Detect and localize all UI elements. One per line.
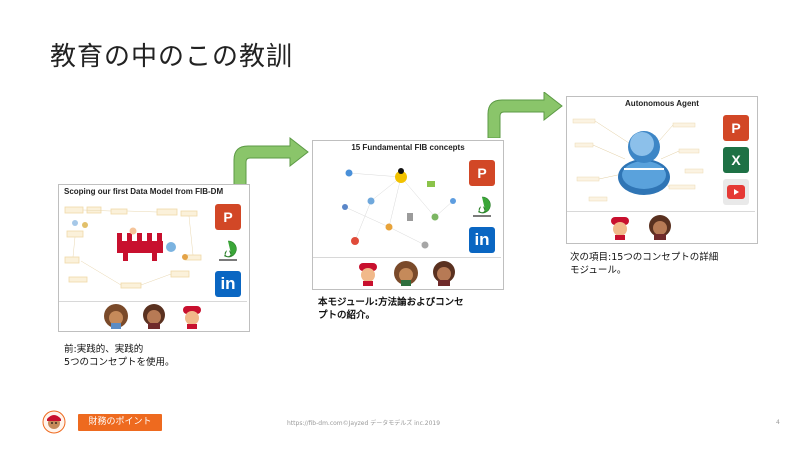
avatar-dark-hair-icon [433, 261, 455, 286]
user-silhouette-icon [618, 131, 670, 195]
avatar-curly-hair-icon [104, 304, 128, 329]
powerpoint-icon: P [723, 115, 749, 141]
step-arrow-1 [233, 136, 309, 186]
concept-map-graphic [342, 168, 456, 249]
card-title: 15 Fundamental FIB concepts [351, 143, 465, 152]
linkedin-icon: in [215, 271, 241, 297]
avatar-red-cap-icon [611, 217, 629, 240]
step-arrow-2 [487, 92, 563, 138]
avatar-curly-hair-icon [394, 261, 418, 286]
diagram-preview [61, 201, 209, 299]
caption-next-line-1: 次の項目:15つのコンセプトの詳細 [570, 252, 719, 263]
osi-cell [465, 191, 499, 223]
slide-title: 教育の中のこの教訓 [50, 42, 294, 72]
open-source-icon [469, 194, 495, 220]
avatar-red-cap-icon [183, 306, 201, 329]
caption-previous: 前:実践的、実践的 5つのコンセプトを使用。 [64, 343, 175, 369]
concept-map-preview [315, 157, 463, 255]
powerpoint-icon: P [215, 204, 241, 230]
avatar-dark-hair-icon [649, 215, 671, 240]
caption-current: 本モジュール:方法論およびコンセ プトの紹介。 [318, 296, 464, 322]
caption-current-line-1: 本モジュール:方法論およびコンセ [318, 297, 464, 308]
linkedin-cell: in [465, 225, 499, 255]
thumbnail-15-fundamental-concepts[interactable]: 15 Fundamental FIB concepts P [312, 140, 504, 290]
excel-icon: X [723, 147, 749, 173]
bottom-row [567, 211, 755, 242]
excel-cell: X [719, 145, 753, 175]
thumbnail-autonomous-agent[interactable]: Autonomous Agent P X [566, 96, 758, 244]
ppt-cell: P [465, 157, 499, 189]
caption-current-line-2: プトの紹介。 [318, 310, 376, 321]
open-source-icon [215, 238, 241, 264]
presenter-avatar-icon [42, 410, 66, 434]
model-diagram-graphic [64, 206, 202, 289]
powerpoint-icon: P [469, 160, 495, 186]
caption-next: 次の項目:15つのコンセプトの詳細 モジュール。 [570, 251, 718, 277]
youtube-icon [723, 179, 749, 205]
ppt-cell: P [719, 113, 753, 143]
linkedin-icon: in [469, 227, 495, 253]
thumbnail-scoping-data-model[interactable]: Scoping our first Data Model from FIB-DM [58, 184, 250, 332]
finance-point-badge[interactable]: 財務のポイント [78, 414, 162, 431]
ppt-cell: P [211, 201, 245, 233]
avatar-red-cap-icon [359, 263, 377, 286]
bottom-row [59, 301, 247, 330]
card-title: Autonomous Agent [625, 99, 699, 108]
caption-previous-line-1: 前:実践的、実践的 [64, 344, 144, 355]
agent-diagram-graphic [572, 118, 704, 202]
agent-diagram-preview [569, 113, 717, 209]
osi-cell [211, 235, 245, 267]
card-title: Scoping our first Data Model from FIB-DM [64, 187, 224, 196]
avatar-dark-hair-icon [143, 304, 165, 329]
youtube-cell [719, 177, 753, 207]
caption-next-line-2: モジュール。 [570, 265, 627, 276]
caption-previous-line-2: 5つのコンセプトを使用。 [64, 357, 175, 368]
page-number: 4 [776, 419, 780, 426]
linkedin-cell: in [211, 269, 245, 299]
footer-source: https://fib-dm.com©Jayzed データモデルズ inc.20… [287, 420, 441, 427]
bottom-row [313, 257, 501, 288]
